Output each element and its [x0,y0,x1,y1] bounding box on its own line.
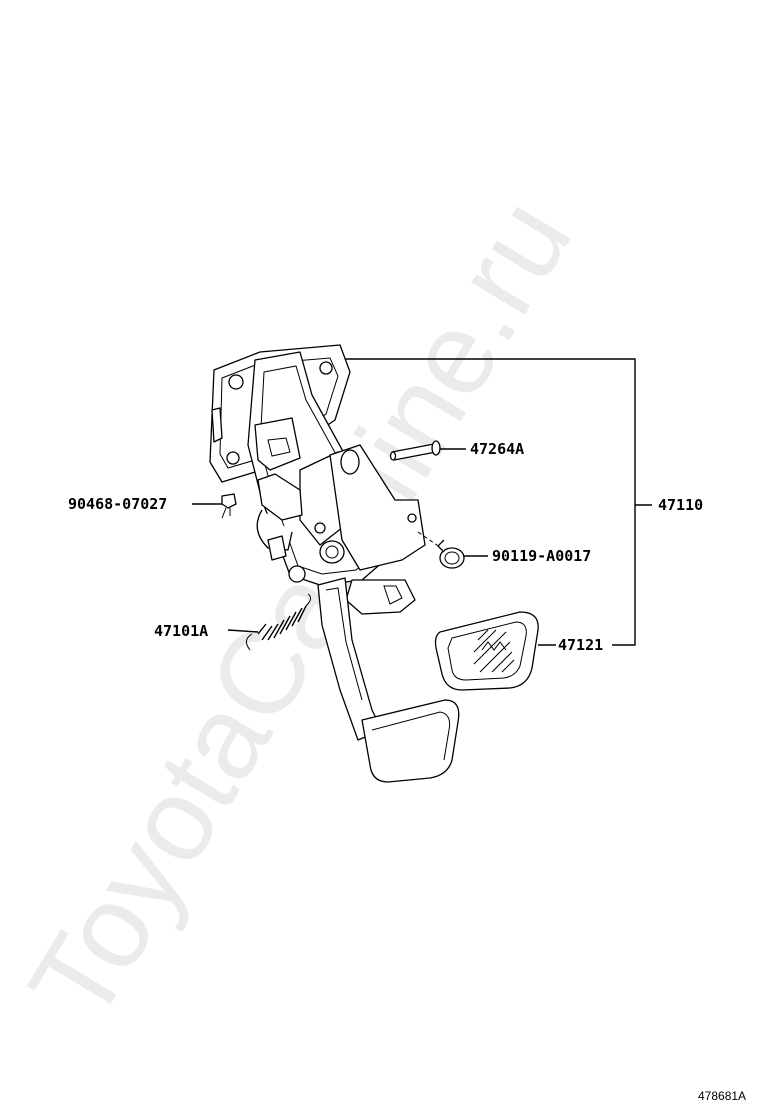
label-47264A[interactable]: 47264A [470,440,524,458]
bolt [417,531,465,569]
brake-pedal-assembly [209,344,460,783]
label-47110[interactable]: 47110 [658,496,703,514]
label-47121[interactable]: 47121 [558,636,603,654]
clevis-pin [389,440,441,461]
wire-clamp [221,493,237,519]
label-90119-A0017[interactable]: 90119-A0017 [492,547,591,565]
label-90468-07027[interactable]: 90468-07027 [68,495,167,513]
figure-code: 478681A [698,1089,746,1103]
return-spring [246,593,312,651]
pedal-pad [434,611,539,691]
leader-lines [192,358,652,646]
label-47101A[interactable]: 47101A [154,622,208,640]
